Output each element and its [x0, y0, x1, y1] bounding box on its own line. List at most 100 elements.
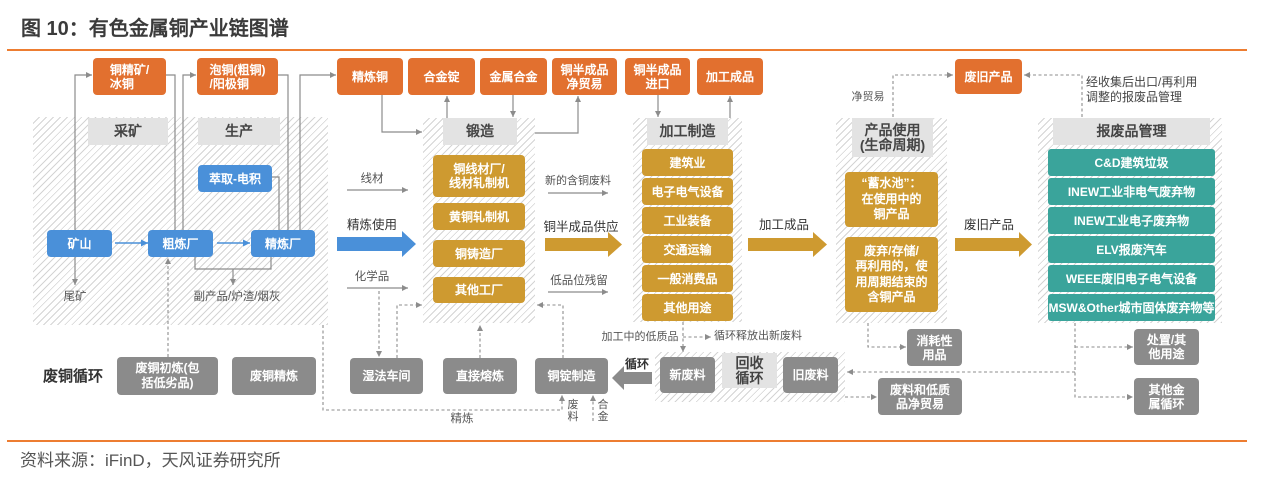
flow-hydromet-to-fabrication-arrowhead	[416, 302, 422, 308]
product-box-finished-goods: 加工成品	[697, 58, 763, 95]
product-box-end-of-life-products: 废旧产品	[955, 59, 1022, 94]
stage-header-product-use: 产品使用 (生命周期)	[852, 118, 933, 157]
product-box-alloy-ingot: 合金锭	[408, 58, 475, 95]
process-box-direct-melting: 直接熔炼	[443, 358, 517, 394]
waste-box-end-of-life-vehicles: ELV报废汽车	[1048, 236, 1215, 263]
waste-box-industrial-non-electrical: INEW工业非电气废弃物	[1048, 178, 1215, 205]
flow-fabrication-to-alloy-ingot-arrowhead	[444, 96, 450, 102]
plant-box-foundry: 铜铸造厂	[433, 240, 525, 267]
flow-fabrication-to-semis-net-trade-arrowhead	[575, 96, 581, 102]
flow-product-use-net-trade-arrowhead	[947, 72, 953, 78]
flow-new-scrap-output-arrowhead	[602, 190, 608, 196]
stage-header-fabrication: 锻造	[443, 118, 517, 145]
outlet-box-other-metals-cycle: 其他金 属循环	[1134, 378, 1199, 415]
source-note: 资料来源：iFinD，天风证券研究所	[20, 451, 281, 470]
stage-header-recycling: 回收 循环	[722, 353, 777, 388]
use-box-in-use-stock: “蓄水池”： 在使用中的 铜产品	[845, 172, 938, 227]
flow-old-scrap-to-net-trade-arrowhead	[871, 394, 877, 400]
solid-flow-lines	[72, 72, 733, 295]
flow-chemicals-to-hydromet-arrowhead	[376, 351, 382, 357]
label-export-reuse-note: 经收集后出口/再利用 调整的报废品管理	[1086, 75, 1198, 104]
label-chemicals-input: 化学品	[354, 271, 390, 283]
flow-refining-to-ingot-arrowhead	[559, 395, 565, 401]
outlet-box-consumables: 消耗性 用品	[907, 329, 962, 366]
flow-waste-mgmt-to-disposal-arrowhead	[1127, 344, 1133, 350]
flow-chemicals-input-arrowhead	[402, 285, 408, 291]
arrow-end-of-life-products	[955, 232, 1032, 257]
flow-ingot-to-fabrication-arrowhead	[537, 302, 543, 308]
process-box-scrap-refining: 废铜精炼	[232, 357, 316, 395]
flow-waste-mgmt-to-other-metals-arrowhead	[1127, 394, 1133, 400]
flow-product-use-to-consumables-arrowhead	[900, 344, 906, 350]
sector-box-transportation: 交通运输	[642, 236, 733, 263]
flow-metal-alloy-to-fabrication-arrowhead	[510, 111, 516, 117]
stage-header-manufacturing: 加工制造	[647, 118, 728, 145]
flow-waste-mgmt-to-eol-products-arrowhead	[1024, 72, 1030, 78]
flow-refining-to-ingot	[322, 325, 563, 411]
label-wire-rod-input: 线材	[360, 173, 384, 185]
process-box-hydrometallurgy: 湿法车间	[350, 358, 423, 394]
sector-box-construction: 建筑业	[642, 149, 733, 176]
flow-byproducts-bracket	[194, 257, 272, 270]
flow-ingot-to-fabrication	[537, 304, 564, 358]
flow-alloy-to-ingot-arrowhead	[590, 395, 596, 401]
label-finished-goods-flow: 加工成品	[758, 218, 809, 232]
primary-process-flow	[115, 239, 250, 247]
process-box-refinery: 精炼厂	[251, 230, 315, 257]
label-tailings: 尾矿	[63, 291, 87, 303]
flow-smelter-to-blister-anode	[182, 74, 196, 230]
plant-box-brass-mill: 黄铜轧制机	[433, 203, 525, 230]
waste-box-industrial-electronic: INEW工业电子废弃物	[1048, 207, 1215, 234]
flow-byproducts-out-arrowhead	[230, 279, 236, 285]
flow-concentrate-to-smelter	[166, 74, 176, 230]
label-scrap-input: 废 料	[567, 399, 579, 423]
label-byproducts: 副产品/炉渣/烟灰	[193, 291, 281, 303]
flow-low-quality-release-arrowhead	[705, 334, 711, 340]
flow-low-grade-residue-output-arrowhead	[602, 289, 608, 295]
arrow-finished-goods	[748, 232, 827, 257]
scrap-box-old-scrap: 旧废料	[783, 357, 838, 393]
flow-smelter-to-refinery-arrowhead	[243, 239, 250, 247]
flow-hydromet-to-fabrication	[396, 304, 422, 358]
label-new-scrap-release: 循环释放出新废料	[714, 330, 802, 342]
scrap-box-new-scrap: 新废料	[660, 357, 715, 393]
label-semis-supply: 铜半成品供应	[543, 220, 619, 234]
waste-box-municipal-solid-waste: MSW&Other城市固体废弃物等	[1048, 294, 1215, 321]
flow-mine-to-smelter-arrowhead	[141, 239, 148, 247]
product-box-metal-alloy: 金属合金	[480, 58, 547, 95]
sector-box-industrial-equipment: 工业装备	[642, 207, 733, 234]
arrow-refined-use	[337, 231, 416, 257]
sector-box-consumer-goods: 一般消费品	[642, 265, 733, 292]
product-box-semis-net-trade: 铜半成品 净贸易	[552, 58, 617, 95]
product-box-concentrate-matte: 铜精矿/ 冰铜	[93, 58, 166, 95]
arrow-semis-supply	[545, 232, 622, 257]
label-alloy-input: 合 金	[597, 399, 609, 423]
row-label-scrap-cycle: 废铜循环	[42, 368, 103, 385]
process-box-mine: 矿山	[47, 230, 112, 257]
flow-smelter-to-blister-anode-arrowhead	[190, 72, 196, 78]
flow-refinery-to-refined-copper-arrowhead	[330, 72, 336, 78]
label-refined-use: 精炼使用	[346, 218, 397, 232]
flow-direct-melt-to-fabrication-arrowhead	[477, 325, 483, 331]
waste-box-weee: WEEE废旧电子电气设备	[1048, 265, 1215, 292]
source-divider	[7, 440, 1247, 442]
product-box-refined-copper: 精炼铜	[337, 58, 403, 95]
stage-header-mining: 采矿	[88, 118, 168, 145]
flow-manufacturing-to-finished-goods-arrowhead	[727, 96, 733, 102]
block-arrows	[337, 231, 1032, 390]
process-box-sx-ew: 萃取-电积	[198, 165, 272, 192]
product-box-blister-anode: 泡铜(粗铜) /阳极铜	[197, 58, 278, 95]
label-cycle-arrow: 循环	[624, 357, 649, 371]
flow-refined-copper-to-fabrication	[381, 95, 422, 133]
flow-semis-import-to-manufacturing-arrowhead	[655, 111, 661, 117]
flow-waste-mgmt-to-other-metals	[1074, 323, 1133, 398]
sector-box-electrical-electronic: 电子电气设备	[642, 178, 733, 205]
label-low-grade-residue: 低品位残留	[550, 275, 608, 287]
arrow-recycling-cycle	[612, 366, 652, 390]
flow-blister-anode-to-refinery	[278, 74, 289, 230]
stage-header-waste-management: 报废品管理	[1053, 118, 1210, 145]
flow-waste-mgmt-to-old-scrap-arrowhead	[847, 369, 853, 375]
use-box-end-of-life: 废弃/存储/ 再利用的，使 用周期结束的 含铜产品	[845, 237, 938, 312]
label-net-trade: 净贸易	[851, 91, 885, 103]
